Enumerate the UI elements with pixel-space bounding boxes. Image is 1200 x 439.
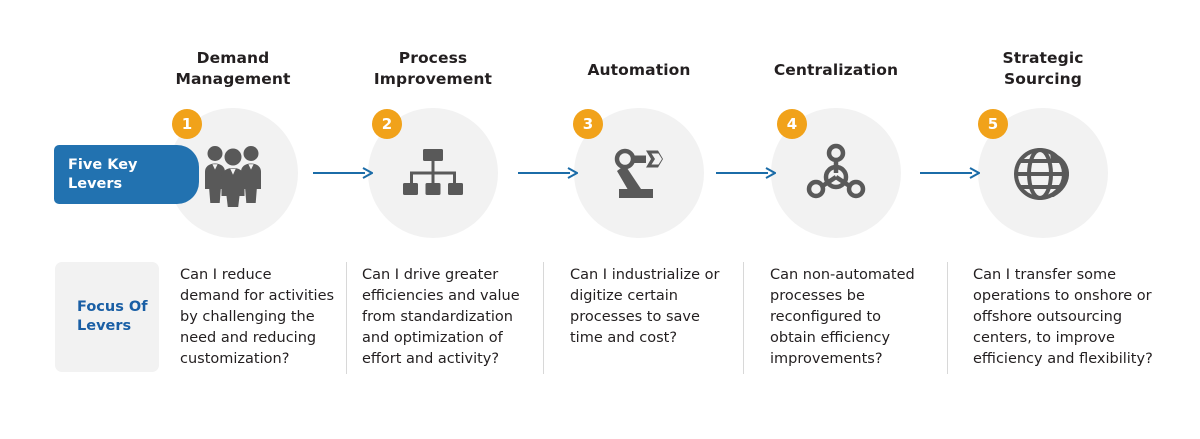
step-title-4: Centralization bbox=[773, 61, 899, 79]
five-key-levers-label: Five Key Levers bbox=[68, 156, 138, 192]
org-chart-icon bbox=[397, 137, 469, 209]
focus-text-5: Can I transfer some operations to onshor… bbox=[973, 267, 1153, 367]
robot-arm-icon bbox=[603, 137, 675, 209]
step-badge-4: 4 bbox=[777, 109, 807, 139]
focus-text-3: Can I industrialize or digitize certain … bbox=[570, 267, 720, 346]
step-title-5: Strategic Sourcing bbox=[1002, 49, 1084, 88]
step-badge-5: 5 bbox=[978, 109, 1008, 139]
focus-of-levers-box: Focus Of Levers bbox=[55, 262, 159, 372]
flow-arrow-2 bbox=[518, 165, 578, 181]
people-group-icon bbox=[197, 137, 269, 209]
focus-divider-1 bbox=[346, 262, 347, 374]
step-title-1: Demand Management bbox=[175, 49, 291, 88]
focus-text-4: Can non-automated processes be reconfigu… bbox=[770, 267, 915, 367]
focus-text-2: Can I drive greater efficiencies and val… bbox=[362, 267, 520, 367]
step-title-3: Automation bbox=[587, 61, 691, 79]
globe-arrow-icon bbox=[1007, 137, 1079, 209]
step-title-2: Process Improvement bbox=[373, 49, 493, 88]
flow-arrow-3 bbox=[716, 165, 776, 181]
focus-text-1: Can I reduce demand for activities by ch… bbox=[180, 267, 335, 367]
hub-network-icon bbox=[800, 137, 872, 209]
step-badge-1: 1 bbox=[172, 109, 202, 139]
focus-divider-2 bbox=[543, 262, 544, 374]
flow-arrow-4 bbox=[920, 165, 980, 181]
five-key-levers-banner: Five Key Levers bbox=[54, 145, 199, 204]
focus-of-levers-label: Focus Of Levers bbox=[77, 299, 148, 334]
flow-arrow-1 bbox=[313, 165, 373, 181]
focus-divider-4 bbox=[947, 262, 948, 374]
step-badge-3: 3 bbox=[573, 109, 603, 139]
focus-divider-3 bbox=[743, 262, 744, 374]
step-badge-2: 2 bbox=[372, 109, 402, 139]
